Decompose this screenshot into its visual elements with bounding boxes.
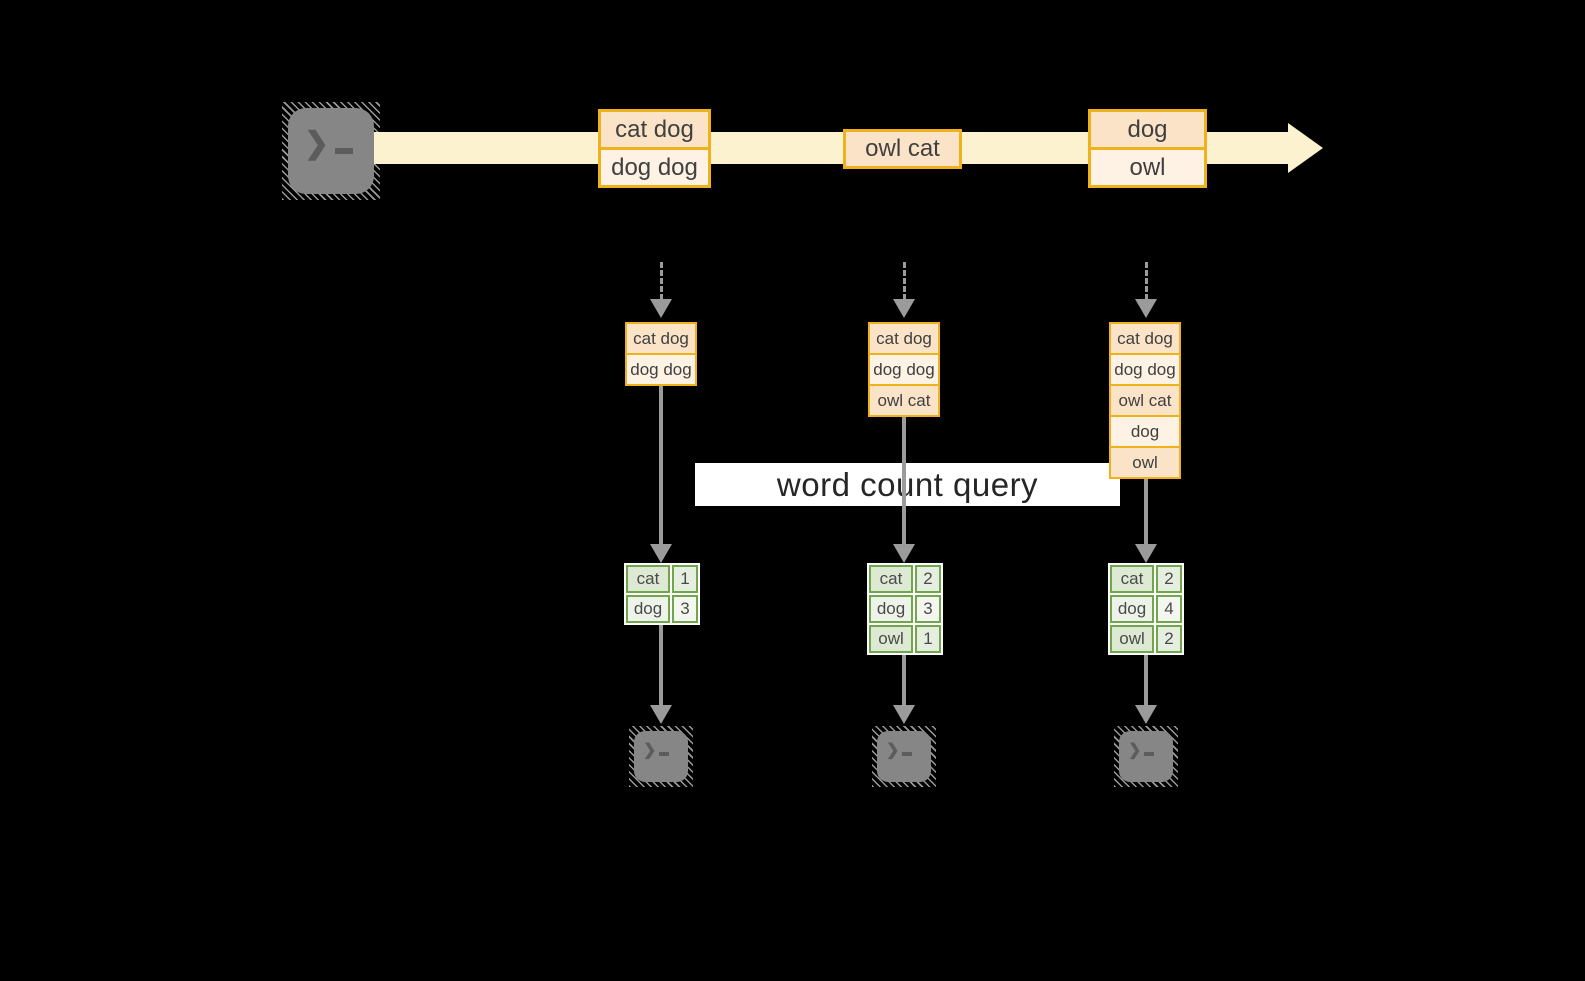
terminal-icon-body: ❯	[634, 731, 688, 782]
word-cell: owl	[869, 625, 913, 653]
prompt-icon: ❯	[1128, 740, 1155, 760]
prompt-icon: ❯	[886, 740, 913, 760]
terminal-icon-body: ❯	[1119, 731, 1173, 782]
table-row: owl 2	[1110, 625, 1182, 653]
dashed-arrow-line	[902, 262, 906, 300]
stream-event-line: owl	[1091, 147, 1204, 185]
buffer-line: dog dog	[627, 353, 695, 384]
count-table: cat 1 dog 3	[624, 563, 700, 625]
count-cell: 2	[1156, 625, 1182, 653]
dashed-arrow-head	[893, 299, 915, 318]
count-cell: 3	[915, 595, 941, 623]
arrow-head	[1135, 544, 1157, 563]
count-cell: 1	[915, 625, 941, 653]
prompt-icon: ❯	[643, 740, 670, 760]
terminal-icon-body: ❯	[877, 731, 931, 782]
table-row: cat 1	[626, 565, 698, 593]
buffer-line: owl cat	[1111, 384, 1179, 415]
buffer-line: dog	[1111, 415, 1179, 446]
terminal-icon: ❯	[629, 726, 693, 787]
stream-arrow-head	[1288, 123, 1323, 173]
table-row: dog 3	[869, 595, 941, 623]
buffer-line: cat dog	[870, 324, 938, 353]
table-row: dog 3	[626, 595, 698, 623]
count-cell: 3	[672, 595, 698, 623]
arrow-line	[902, 655, 906, 705]
terminal-icon: ❯	[282, 102, 380, 200]
count-table: cat 2 dog 3 owl 1	[867, 563, 943, 655]
buffer-line: owl	[1111, 446, 1179, 477]
dashed-arrow-head	[650, 299, 672, 318]
word-cell: cat	[626, 565, 670, 593]
buffer-line: cat dog	[1111, 324, 1179, 353]
word-cell: owl	[1110, 625, 1154, 653]
buffer-stack: cat dog dog dog owl cat	[868, 322, 940, 417]
buffer-stack: cat dog dog dog owl cat dog owl	[1109, 322, 1181, 479]
arrow-line	[659, 386, 663, 544]
stream-event-line: cat dog	[601, 112, 708, 147]
buffer-line: dog dog	[1111, 353, 1179, 384]
prompt-icon: ❯	[304, 126, 354, 161]
count-table: cat 2 dog 4 owl 2	[1108, 563, 1184, 655]
count-cell: 4	[1156, 595, 1182, 623]
word-cell: dog	[626, 595, 670, 623]
arrow-head	[650, 705, 672, 724]
count-cell: 1	[672, 565, 698, 593]
arrow-line	[659, 625, 663, 705]
query-label-band: word count query	[695, 463, 1120, 506]
count-cell: 2	[915, 565, 941, 593]
arrow-line	[1144, 655, 1148, 705]
arrow-line	[1144, 479, 1148, 544]
arrow-head	[650, 544, 672, 563]
dashed-arrow-line	[1144, 262, 1148, 300]
table-row: cat 2	[869, 565, 941, 593]
buffer-line: cat dog	[627, 324, 695, 353]
stream-event-box: dog owl	[1088, 109, 1207, 188]
arrow-head	[893, 544, 915, 563]
stream-event-line: dog	[1091, 112, 1204, 147]
dashed-arrow-head	[1135, 299, 1157, 318]
stream-event-box: owl cat	[843, 129, 962, 169]
stream-event-line: dog dog	[601, 147, 708, 185]
dashed-arrow-line	[659, 262, 663, 300]
stream-event-line: owl cat	[846, 132, 959, 166]
terminal-icon: ❯	[872, 726, 936, 787]
word-cell: cat	[869, 565, 913, 593]
word-cell: dog	[1110, 595, 1154, 623]
table-row: owl 1	[869, 625, 941, 653]
stream-event-box: cat dog dog dog	[598, 109, 711, 188]
table-row: cat 2	[1110, 565, 1182, 593]
buffer-line: owl cat	[870, 384, 938, 415]
terminal-icon: ❯	[1114, 726, 1178, 787]
arrow-head	[1135, 705, 1157, 724]
word-cell: dog	[869, 595, 913, 623]
buffer-line: dog dog	[870, 353, 938, 384]
word-cell: cat	[1110, 565, 1154, 593]
table-row: dog 4	[1110, 595, 1182, 623]
buffer-stack: cat dog dog dog	[625, 322, 697, 386]
arrow-line	[902, 417, 906, 544]
query-label: word count query	[776, 465, 1039, 503]
arrow-head	[893, 705, 915, 724]
terminal-icon-body: ❯	[288, 108, 374, 194]
count-cell: 2	[1156, 565, 1182, 593]
